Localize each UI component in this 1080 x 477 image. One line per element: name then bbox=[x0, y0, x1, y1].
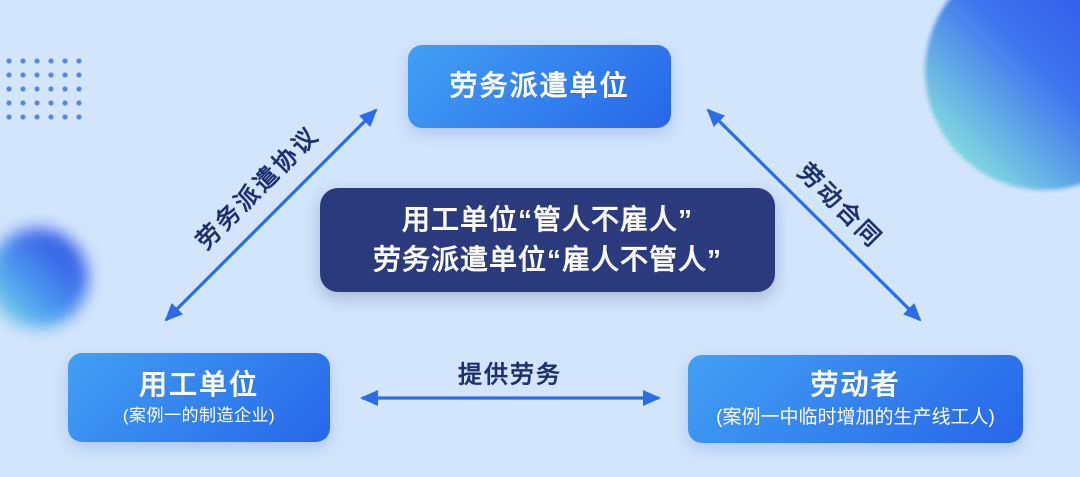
decorative-circle-small bbox=[0, 228, 88, 328]
arrow-dispatch-agreement bbox=[164, 108, 378, 322]
dispatch-unit-title: 劳务派遣单位 bbox=[449, 70, 630, 102]
center-note-box: 用工单位“管人不雇人” 劳务派遣单位“雇人不管人” bbox=[320, 188, 775, 292]
employing-unit-title: 用工单位 bbox=[138, 369, 259, 401]
node-employing-unit: 用工单位 (案例一的制造企业) bbox=[68, 353, 330, 442]
dot-grid-pattern bbox=[2, 54, 90, 126]
node-worker: 劳动者 (案例一中临时增加的生产线工人) bbox=[688, 355, 1023, 443]
worker-subtitle: (案例一中临时增加的生产线工人) bbox=[716, 406, 995, 428]
employing-unit-subtitle: (案例一的制造企业) bbox=[122, 406, 276, 426]
worker-title: 劳动者 bbox=[810, 369, 901, 401]
node-dispatch-unit: 劳务派遣单位 bbox=[408, 45, 671, 128]
edge-label-provide-labor: 提供劳务 bbox=[458, 361, 562, 389]
center-note-line2: 劳务派遣单位“雇人不管人” bbox=[372, 244, 722, 275]
center-note-line1: 用工单位“管人不雇人” bbox=[401, 204, 693, 236]
arrow-labor-contract bbox=[706, 108, 922, 322]
